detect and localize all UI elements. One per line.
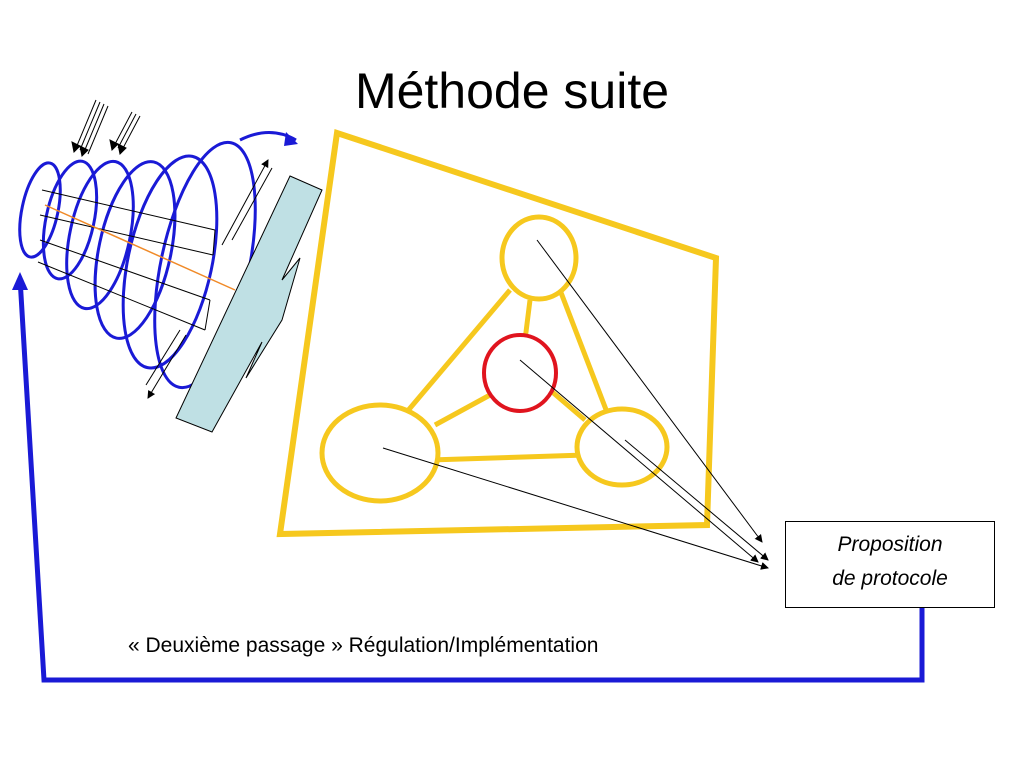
protocol-line-1: Proposition (837, 533, 943, 556)
coil-rods (37, 189, 216, 331)
slide-title: Méthode suite (354, 63, 670, 119)
triangle-network (398, 288, 613, 463)
lens-panel (175, 175, 323, 433)
incoming-arrows (71, 99, 141, 158)
protocol-arrows (382, 239, 769, 570)
node-top (499, 214, 579, 302)
caption-text: « Deuxième passage » Régulation/Implémen… (128, 634, 599, 657)
protocol-line-2: de protocole (832, 567, 948, 590)
yellow-frame (276, 129, 720, 538)
protocol-box: Proposition de protocole (785, 521, 995, 608)
laser-line (44, 204, 236, 291)
movement-arrows (145, 159, 273, 399)
feedback-loop (12, 272, 925, 683)
node-center-highlight (482, 333, 558, 413)
node-left (319, 402, 441, 504)
feedback-arrow-head (12, 272, 28, 290)
spiral-arrow-head (284, 132, 298, 146)
